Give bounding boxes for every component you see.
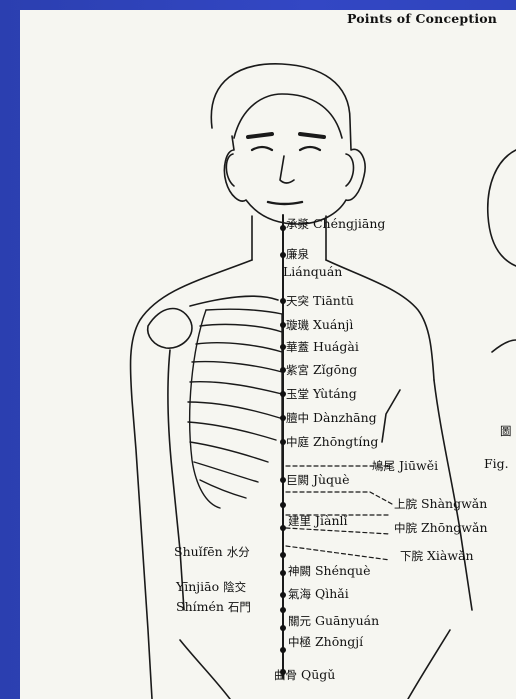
point-label-jianli: 建里 Jiànlǐ [288, 515, 348, 528]
left-hip [180, 640, 230, 699]
right-hip [408, 630, 450, 699]
hairline [234, 94, 342, 138]
left-eyebrow [248, 134, 272, 137]
left-arm-inner [168, 350, 184, 610]
point-label-zhongwan: 中脘 Zhōngwǎn [394, 522, 488, 535]
costal-arch-right [382, 390, 400, 442]
nose [280, 156, 294, 183]
point-label-jiuwei: 鳩尾 Jiūwěi [372, 460, 438, 473]
point-label-lianquan-zh: 廉泉 [286, 249, 309, 261]
point-label-lianquan-py: Liánquán [283, 266, 342, 279]
right-ear [346, 154, 354, 186]
mouth [268, 202, 302, 204]
side-figure-arm [492, 340, 516, 352]
point-label-zhongji: 中極 Zhōngjí [288, 636, 363, 649]
point-label-xiawan: 下脘 Xiàwǎn [400, 550, 474, 563]
point-label-qihai: 氣海 Qìhǎi [288, 588, 349, 601]
point-label-shuifen: Shuǐfēn 水分 [174, 546, 250, 559]
figure-caption-fig: Fig. [484, 458, 509, 471]
point-label-juque: 巨闕 Jùquè [286, 474, 350, 487]
point-label-shimen: Shímén 石門 [176, 601, 251, 614]
point-label-yinjiao: Yīnjiāo 陰交 [176, 581, 246, 594]
right-side [434, 380, 472, 610]
right-eyebrow [300, 134, 324, 137]
point-label-zhongting: 中庭 Zhōngtíng [286, 436, 378, 449]
side-figure-head [488, 150, 516, 266]
body-figure-illustration [20, 10, 516, 699]
point-label-qugu: 曲骨 Qūgǔ [274, 669, 335, 682]
point-label-shenque: 神闕 Shénquè [288, 565, 371, 578]
point-label-xuanji: 璇璣 Xuánjì [286, 319, 353, 332]
point-label-shangwan: 上脘 Shàngwǎn [394, 498, 487, 511]
figure-caption-char: 圖 [500, 426, 512, 438]
head-outline [211, 64, 365, 224]
scanned-page: Points of Conception [20, 10, 516, 699]
right-eye [300, 147, 320, 150]
point-label-danzhong: 膻中 Dànzhāng [286, 412, 377, 425]
shoulder-joint [148, 309, 192, 349]
point-label-tiantu: 天突 Tiāntū [286, 295, 354, 308]
rib-cage [188, 309, 282, 508]
point-label-chengjiang: 承漿 Chéngjiāng [286, 218, 385, 231]
point-label-zigong: 紫宮 Zǐgōng [286, 364, 357, 377]
point-label-yutang: 玉堂 Yùtáng [286, 388, 357, 401]
point-label-guanyuan: 關元 Guānyuán [288, 615, 379, 628]
clavicle [190, 296, 278, 306]
point-label-huagai: 華蓋 Huágài [286, 341, 359, 354]
left-ear [226, 154, 234, 186]
left-eye [252, 147, 272, 150]
